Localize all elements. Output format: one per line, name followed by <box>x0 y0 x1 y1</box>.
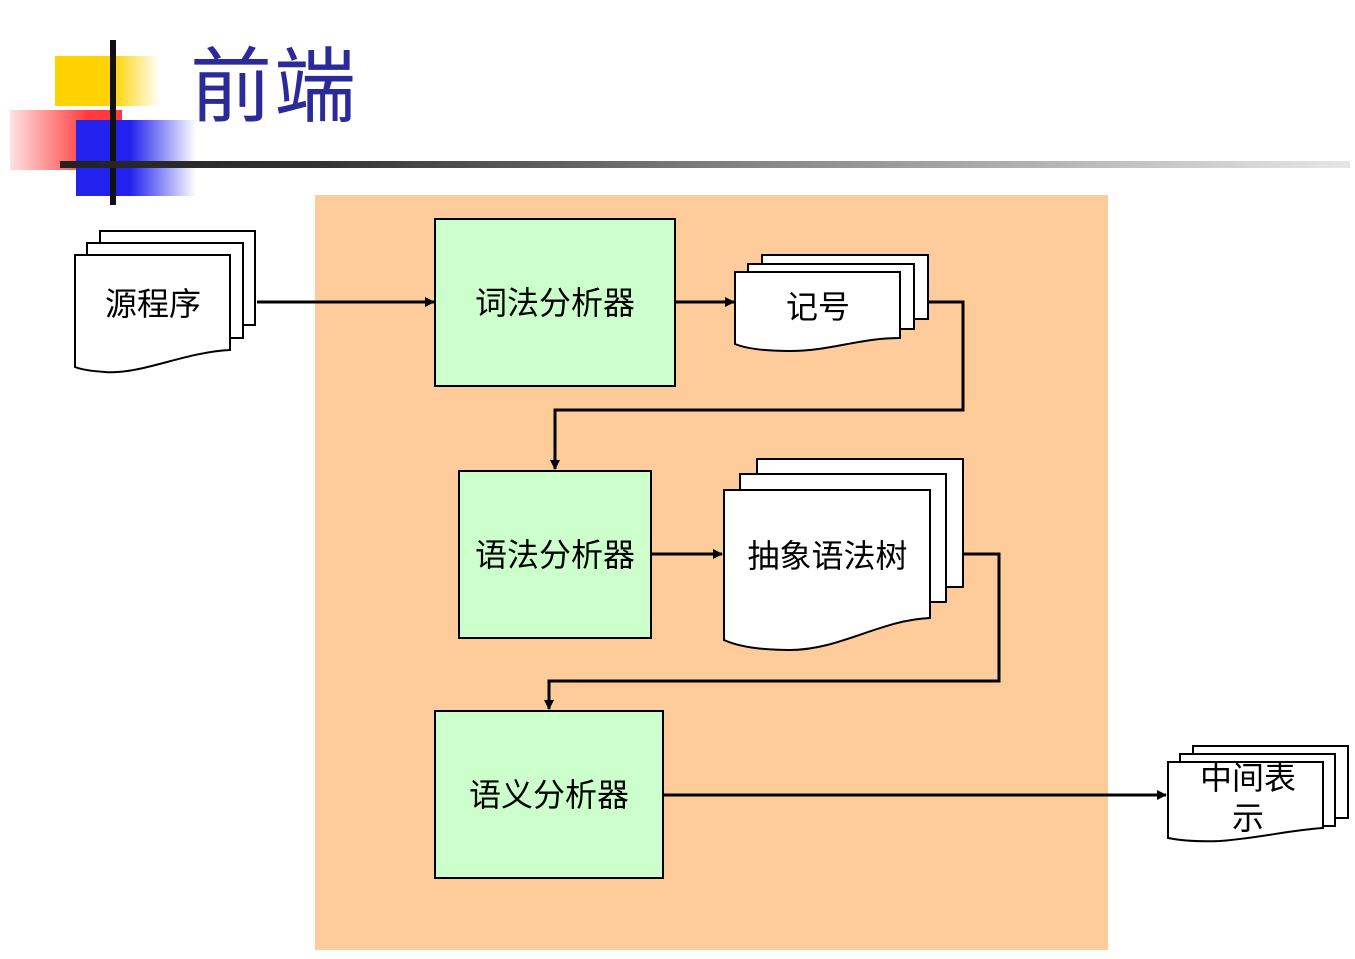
frontend-panel <box>315 195 1108 950</box>
lexer-label: 词法分析器 <box>474 283 635 322</box>
ir-doc-shape <box>1167 745 1349 843</box>
arrow-tokens-to-parser <box>550 300 965 470</box>
slide-title: 前端 <box>190 40 359 135</box>
source-program-label: 源程序 <box>104 285 201 323</box>
title-underline <box>60 161 1350 168</box>
semantic-box <box>434 710 664 879</box>
ast-doc-shape <box>723 458 964 652</box>
source-doc-shape <box>74 230 256 374</box>
tokens-label: 记号 <box>785 288 850 326</box>
tokens-doc-shape <box>734 254 929 353</box>
semantic-analyzer-label: 语义分析器 <box>468 775 629 814</box>
decor-yellow-square <box>55 56 160 106</box>
ast-label: 抽象语法树 <box>747 537 908 575</box>
lexer-box <box>434 218 676 387</box>
decor-vertical-line <box>110 40 116 205</box>
arrow-ast-to-semantic <box>544 552 1001 710</box>
ir-label: 中间表示 <box>1199 759 1296 837</box>
decor-blue-square <box>76 120 196 196</box>
parser-label: 语法分析器 <box>474 535 635 574</box>
parser-box <box>458 470 652 639</box>
